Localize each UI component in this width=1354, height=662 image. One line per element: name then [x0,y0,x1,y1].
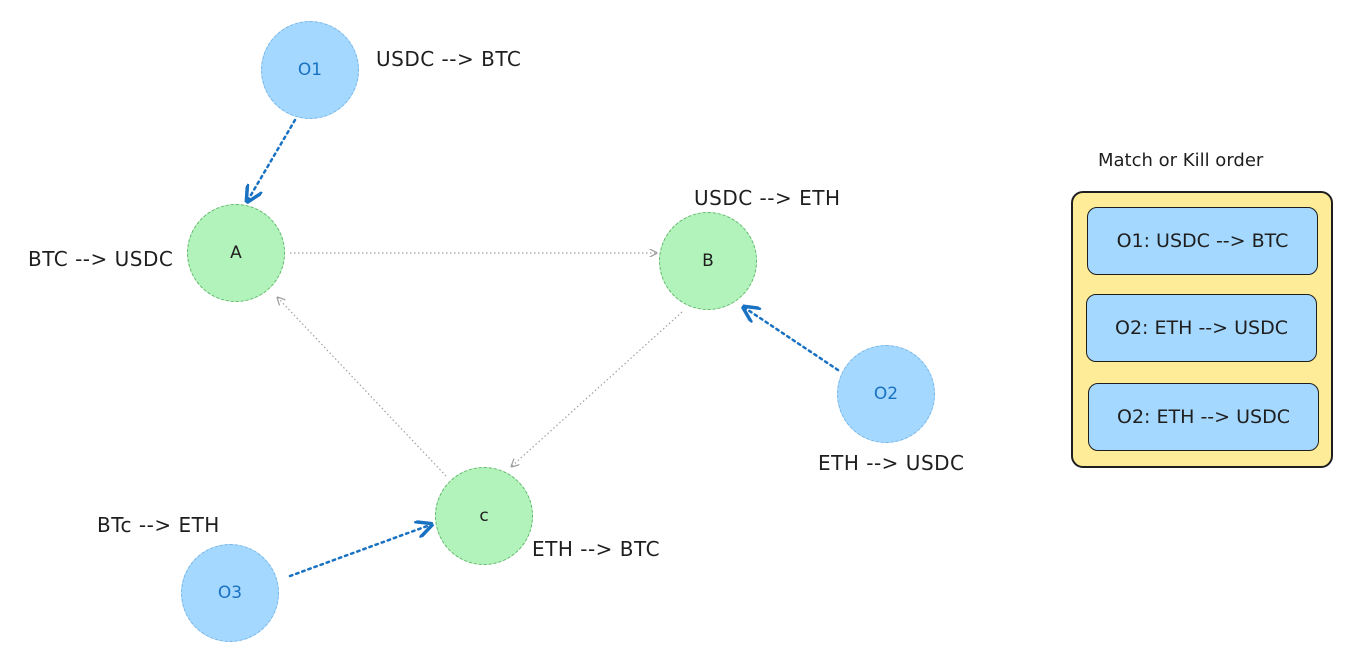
order-node-o1[interactable]: O1 [261,21,359,119]
order-node-o3[interactable]: O3 [181,544,279,642]
match-or-kill-panel: O1: USDC --> BTC O2: ETH --> USDC O2: ET… [1071,191,1333,468]
edge-o3-to-c [288,525,430,578]
order-o2-label: ETH --> USDC [818,451,965,475]
order-o3-label: BTc --> ETH [97,513,220,537]
panel-order-item[interactable]: O2: ETH --> USDC [1088,383,1319,451]
pool-node-a-id: A [230,243,242,263]
pool-node-b-id: B [702,251,714,271]
edge-c-to-a [278,298,447,477]
order-node-o1-id: O1 [297,60,323,80]
order-node-o2-id: O2 [873,384,899,404]
order-o1-label: USDC --> BTC [376,47,522,71]
order-node-o2[interactable]: O2 [837,345,935,443]
edge-o1-to-a [248,118,297,200]
pool-node-c[interactable]: c [435,467,533,565]
pool-node-c-id: c [479,506,489,526]
panel-order-item[interactable]: O2: ETH --> USDC [1086,294,1317,362]
pool-c-label: ETH --> BTC [532,537,661,561]
pool-b-label: USDC --> ETH [694,186,841,210]
edge-b-to-c [512,311,683,466]
pool-a-label: BTC --> USDC [28,247,174,271]
edge-o2-to-b [745,308,840,372]
pool-node-a[interactable]: A [187,204,285,302]
pool-node-b[interactable]: B [659,212,757,310]
panel-title: Match or Kill order [1098,150,1264,171]
order-node-o3-id: O3 [217,583,243,603]
panel-order-item[interactable]: O1: USDC --> BTC [1087,207,1318,275]
